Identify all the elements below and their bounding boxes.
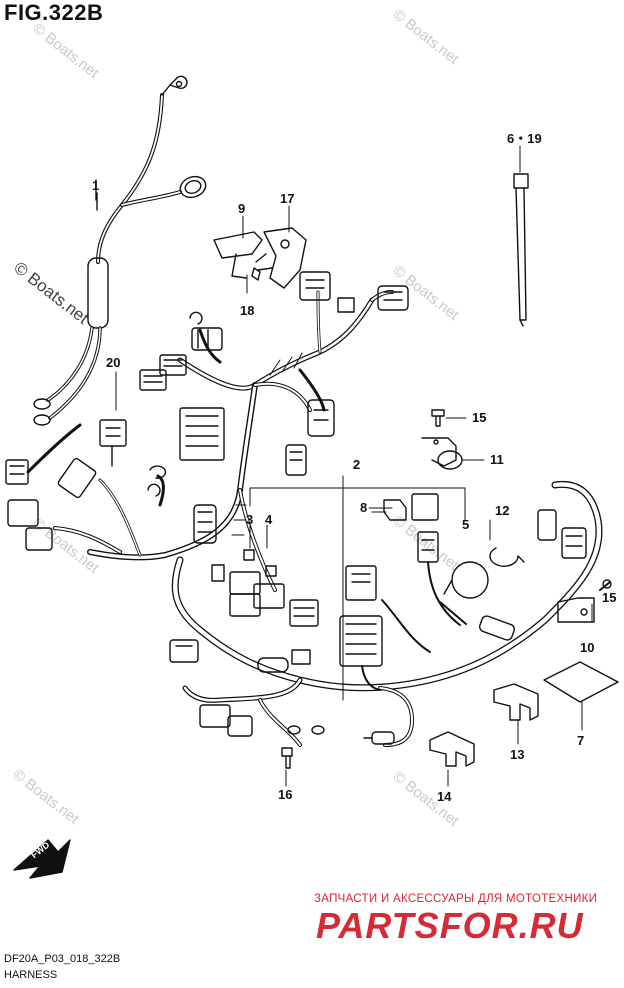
part-number-5: 5 xyxy=(462,517,470,532)
bolt-16 xyxy=(281,747,293,769)
figure-title: FIG.322B xyxy=(4,0,104,25)
protector-sheet xyxy=(543,661,619,703)
connectors xyxy=(5,271,409,745)
part-number-13: 13 xyxy=(510,747,525,762)
part-number-9: 9 xyxy=(238,201,246,216)
part-number-2: 2 xyxy=(353,457,361,472)
group-bracket xyxy=(249,475,466,701)
part-number-15b: 15 xyxy=(602,590,617,605)
leader-9-17-18 xyxy=(242,205,290,294)
part-number-1: 1 xyxy=(92,178,100,193)
footer-code: DF20A_P03_018_322B xyxy=(4,953,121,965)
main-harness xyxy=(53,290,603,747)
fwd-arrow xyxy=(13,839,71,879)
part-number-11: 11 xyxy=(490,452,504,467)
part-number-8: 8 xyxy=(360,500,368,515)
part-number-17: 17 xyxy=(280,191,295,206)
part-number-10: 10 xyxy=(580,640,595,655)
part-number-15a: 15 xyxy=(472,410,487,425)
battery-cable xyxy=(33,75,207,426)
part-number-3: 3 xyxy=(246,512,254,527)
part-number-14: 14 xyxy=(437,789,452,804)
part-number-7: 7 xyxy=(577,733,585,748)
part-number-18: 18 xyxy=(240,303,255,318)
sub-harness-2 xyxy=(339,493,516,691)
bracket-assembly xyxy=(213,227,307,289)
leader-3-4-8-12 xyxy=(249,507,491,549)
part-number-16: 16 xyxy=(278,787,293,802)
store-logo: PARTSFOR.RU xyxy=(316,905,584,946)
cable-tie xyxy=(513,173,529,327)
bolt-clamp xyxy=(421,409,485,470)
part-number-12: 12 xyxy=(495,503,510,518)
right-connectors xyxy=(489,509,612,623)
footer-section: HARNESS xyxy=(4,969,58,981)
part-number-6-19: 6・19 xyxy=(507,131,542,146)
part-number-4: 4 xyxy=(265,512,273,527)
part-number-20: 20 xyxy=(106,355,121,370)
store-caption: ЗАПЧАСТИ И АКСЕССУАРЫ ДЛЯ МОТОТЕХНИКИ xyxy=(314,893,598,905)
clamps xyxy=(429,683,539,787)
